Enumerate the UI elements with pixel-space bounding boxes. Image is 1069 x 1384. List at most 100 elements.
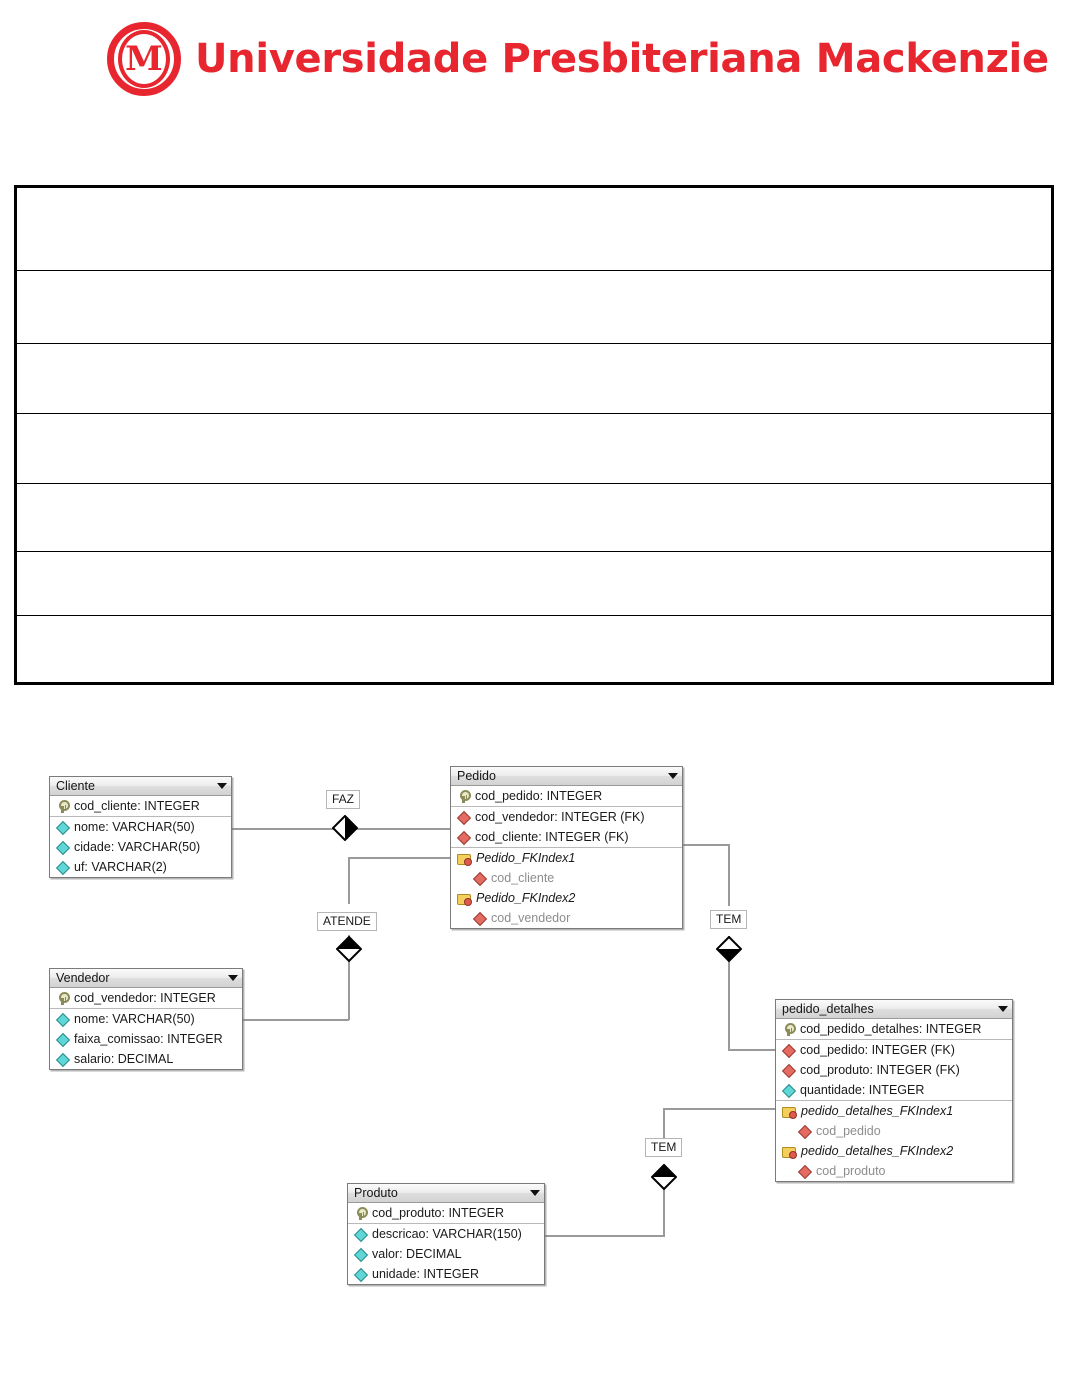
column-row[interactable]: faixa_comissao: INTEGER xyxy=(50,1029,242,1049)
diamond-cyan-icon xyxy=(56,1013,69,1026)
page-header: M Universidade Presbiteriana Mackenzie xyxy=(0,0,1069,140)
columns-section: cod_vendedor: INTEGER (FK) cod_cliente: … xyxy=(451,807,682,848)
entity-pedido[interactable]: Pedido cod_pedido: INTEGER cod_vendedor:… xyxy=(450,766,683,929)
table-row[interactable] xyxy=(17,552,1051,616)
column-label: cod_cliente: INTEGER xyxy=(74,799,200,813)
relationship-label-tem-produto: TEM xyxy=(645,1138,683,1157)
key-icon xyxy=(56,799,70,813)
chevron-down-icon[interactable] xyxy=(530,1190,540,1196)
entity-pedido-detalhes[interactable]: pedido_detalhes cod_pedido_detalhes: INT… xyxy=(775,999,1013,1182)
logo-letter: M xyxy=(125,38,163,79)
column-row[interactable]: cod_pedido: INTEGER (FK) xyxy=(776,1040,1012,1060)
column-row[interactable]: cod_pedido: INTEGER xyxy=(451,786,682,806)
column-label: unidade: INTEGER xyxy=(372,1267,479,1281)
column-label: valor: DECIMAL xyxy=(372,1247,462,1261)
column-label: cod_cliente: INTEGER (FK) xyxy=(475,830,629,844)
connector-pedido-tem xyxy=(683,844,729,846)
entity-title-vendedor[interactable]: Vendedor xyxy=(50,969,242,988)
folder-icon xyxy=(457,892,472,906)
connector-tem-detalhes xyxy=(728,1049,776,1051)
pk-section: cod_produto: INTEGER xyxy=(348,1203,544,1224)
column-row[interactable]: descricao: VARCHAR(150) xyxy=(348,1224,544,1244)
entity-title-cliente[interactable]: Cliente xyxy=(50,777,231,796)
index-row[interactable]: pedido_detalhes_FKIndex2 xyxy=(776,1141,1012,1161)
entity-vendedor[interactable]: Vendedor cod_vendedor: INTEGER nome: VAR… xyxy=(49,968,243,1070)
column-label: cod_pedido: INTEGER (FK) xyxy=(800,1043,955,1057)
index-column-row[interactable]: cod_pedido xyxy=(776,1121,1012,1141)
column-label: faixa_comissao: INTEGER xyxy=(74,1032,223,1046)
index-name: pedido_detalhes_FKIndex1 xyxy=(801,1104,954,1118)
column-row[interactable]: quantidade: INTEGER xyxy=(776,1080,1012,1100)
entity-title-produto[interactable]: Produto xyxy=(348,1184,544,1203)
entity-title-pedido-detalhes[interactable]: pedido_detalhes xyxy=(776,1000,1012,1019)
column-row[interactable]: cidade: VARCHAR(50) xyxy=(50,837,231,857)
chevron-down-icon[interactable] xyxy=(228,975,238,981)
column-row[interactable]: cod_cliente: INTEGER xyxy=(50,796,231,816)
column-row[interactable]: cod_produto: INTEGER xyxy=(348,1203,544,1223)
index-row[interactable]: Pedido_FKIndex1 xyxy=(451,848,682,868)
diamond-red-icon xyxy=(457,811,470,824)
table-row[interactable] xyxy=(17,188,1051,271)
entity-produto[interactable]: Produto cod_produto: INTEGER descricao: … xyxy=(347,1183,545,1285)
column-label: cod_vendedor: INTEGER (FK) xyxy=(475,810,645,824)
index-row[interactable]: pedido_detalhes_FKIndex1 xyxy=(776,1101,1012,1121)
diamond-red-icon xyxy=(457,831,470,844)
entity-name: Pedido xyxy=(457,769,496,783)
column-row[interactable]: valor: DECIMAL xyxy=(348,1244,544,1264)
entity-cliente[interactable]: Cliente cod_cliente: INTEGER nome: VARCH… xyxy=(49,776,232,878)
index-column-label: cod_pedido xyxy=(816,1124,881,1138)
index-column-label: cod_vendedor xyxy=(491,911,571,925)
column-row[interactable]: unidade: INTEGER xyxy=(348,1264,544,1284)
relationship-diamond-faz xyxy=(332,815,358,841)
diamond-cyan-icon xyxy=(782,1084,795,1097)
table-row[interactable] xyxy=(17,271,1051,344)
diamond-red-icon xyxy=(798,1165,811,1178)
table-row[interactable] xyxy=(17,616,1051,682)
diamond-red-icon xyxy=(782,1064,795,1077)
diamond-cyan-icon xyxy=(56,1053,69,1066)
diamond-cyan-icon xyxy=(354,1248,367,1261)
diamond-cyan-icon xyxy=(354,1228,367,1241)
chevron-down-icon[interactable] xyxy=(668,773,678,779)
diamond-cyan-icon xyxy=(354,1268,367,1281)
entity-title-pedido[interactable]: Pedido xyxy=(451,767,682,786)
index-column-row[interactable]: cod_vendedor xyxy=(451,908,682,928)
column-label: cod_vendedor: INTEGER xyxy=(74,991,216,1005)
index-column-row[interactable]: cod_produto xyxy=(776,1161,1012,1181)
column-label: cod_pedido: INTEGER xyxy=(475,789,603,803)
column-row[interactable]: cod_pedido_detalhes: INTEGER xyxy=(776,1019,1012,1039)
index-row[interactable]: Pedido_FKIndex2 xyxy=(451,888,682,908)
column-row[interactable]: cod_produto: INTEGER (FK) xyxy=(776,1060,1012,1080)
entity-name: Vendedor xyxy=(56,971,110,985)
connector-atende-pedido xyxy=(348,857,350,904)
column-row[interactable]: cod_vendedor: INTEGER xyxy=(50,988,242,1008)
column-label: uf: VARCHAR(2) xyxy=(74,860,167,874)
diamond-red-icon xyxy=(798,1125,811,1138)
chevron-down-icon[interactable] xyxy=(217,783,227,789)
column-row[interactable]: uf: VARCHAR(2) xyxy=(50,857,231,877)
index-name: Pedido_FKIndex2 xyxy=(476,891,576,905)
chevron-down-icon[interactable] xyxy=(998,1006,1008,1012)
key-icon xyxy=(354,1206,368,1220)
column-row[interactable]: nome: VARCHAR(50) xyxy=(50,1009,242,1029)
column-row[interactable]: nome: VARCHAR(50) xyxy=(50,817,231,837)
pk-section: cod_vendedor: INTEGER xyxy=(50,988,242,1009)
connector-tem-detalhes-2 xyxy=(663,1108,776,1110)
folder-icon xyxy=(782,1145,797,1159)
index-name: pedido_detalhes_FKIndex2 xyxy=(801,1144,954,1158)
column-label: descricao: VARCHAR(150) xyxy=(372,1227,522,1241)
key-icon xyxy=(782,1022,796,1036)
column-row[interactable]: salario: DECIMAL xyxy=(50,1049,242,1069)
diamond-cyan-icon xyxy=(56,1033,69,1046)
index-column-row[interactable]: cod_cliente xyxy=(451,868,682,888)
column-row[interactable]: cod_cliente: INTEGER (FK) xyxy=(451,827,682,847)
column-row[interactable]: cod_vendedor: INTEGER (FK) xyxy=(451,807,682,827)
answer-form-table xyxy=(14,185,1054,685)
column-label: cod_pedido_detalhes: INTEGER xyxy=(800,1022,982,1036)
relationship-diamond-atende xyxy=(336,936,362,962)
table-row[interactable] xyxy=(17,484,1051,552)
table-row[interactable] xyxy=(17,414,1051,484)
pk-section: cod_pedido_detalhes: INTEGER xyxy=(776,1019,1012,1040)
connector-tem-detalhes xyxy=(728,936,730,1050)
table-row[interactable] xyxy=(17,344,1051,414)
